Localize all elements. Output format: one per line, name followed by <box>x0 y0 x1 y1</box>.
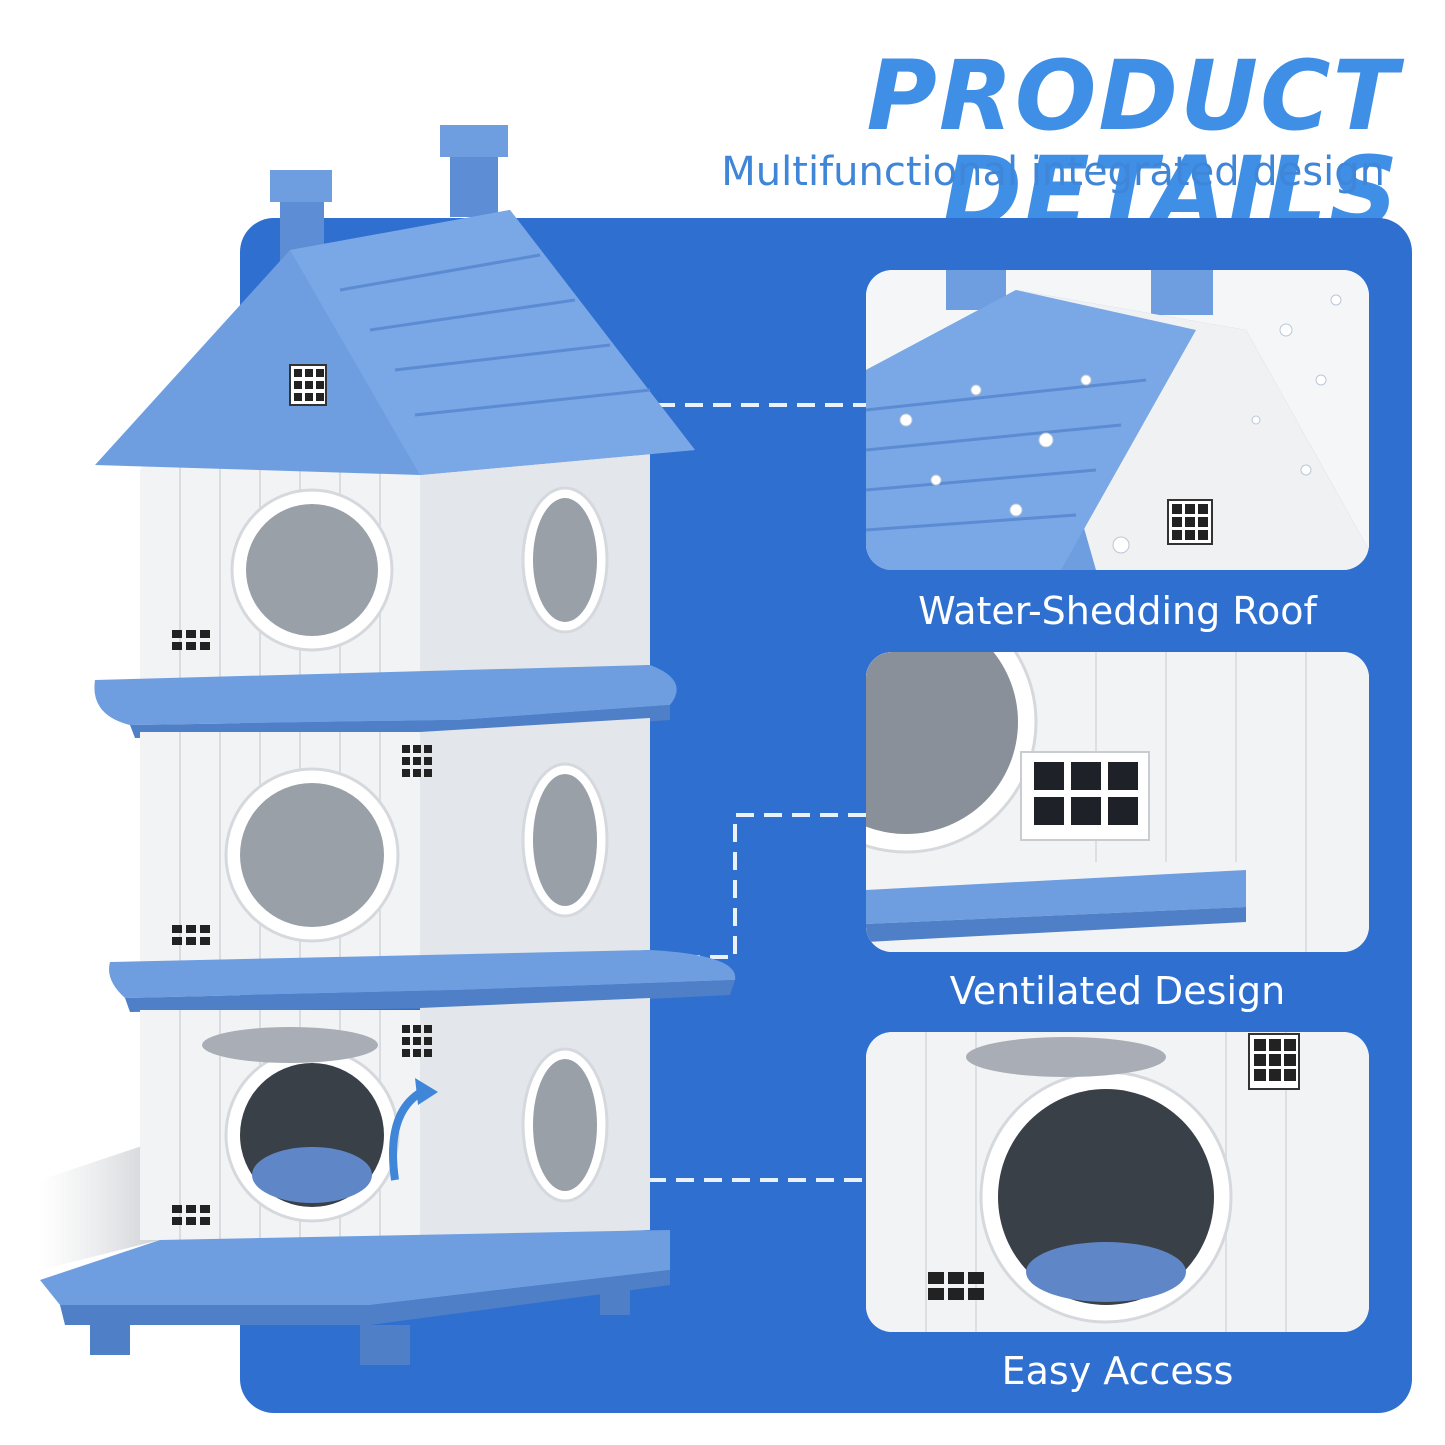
shelf-top <box>94 665 677 725</box>
chimney-left <box>270 170 332 202</box>
shelf-middle <box>109 950 736 998</box>
feature-label-access: Easy Access <box>1001 1349 1234 1393</box>
door-flap-detail <box>966 1037 1166 1077</box>
feature-card-ventilation <box>866 652 1369 952</box>
page-subtitle: Multifunctional integrated design <box>721 149 1385 195</box>
roof-detail-image <box>866 270 1369 570</box>
feature-label-roof: Water-Shedding Roof <box>918 589 1317 633</box>
chimney-right <box>440 125 508 157</box>
access-detail-image <box>866 1032 1369 1332</box>
ventilation-detail-image <box>866 652 1369 952</box>
feature-card-roof <box>866 270 1369 570</box>
feature-label-ventilation: Ventilated Design <box>949 969 1286 1013</box>
door-flap <box>202 1027 378 1063</box>
base-platform <box>40 1230 670 1305</box>
page-title: PRODUCT DETAILS <box>866 40 1400 248</box>
feature-card-access <box>866 1032 1369 1332</box>
connector-vent <box>570 813 866 959</box>
cat-house-illustration <box>40 125 736 1365</box>
